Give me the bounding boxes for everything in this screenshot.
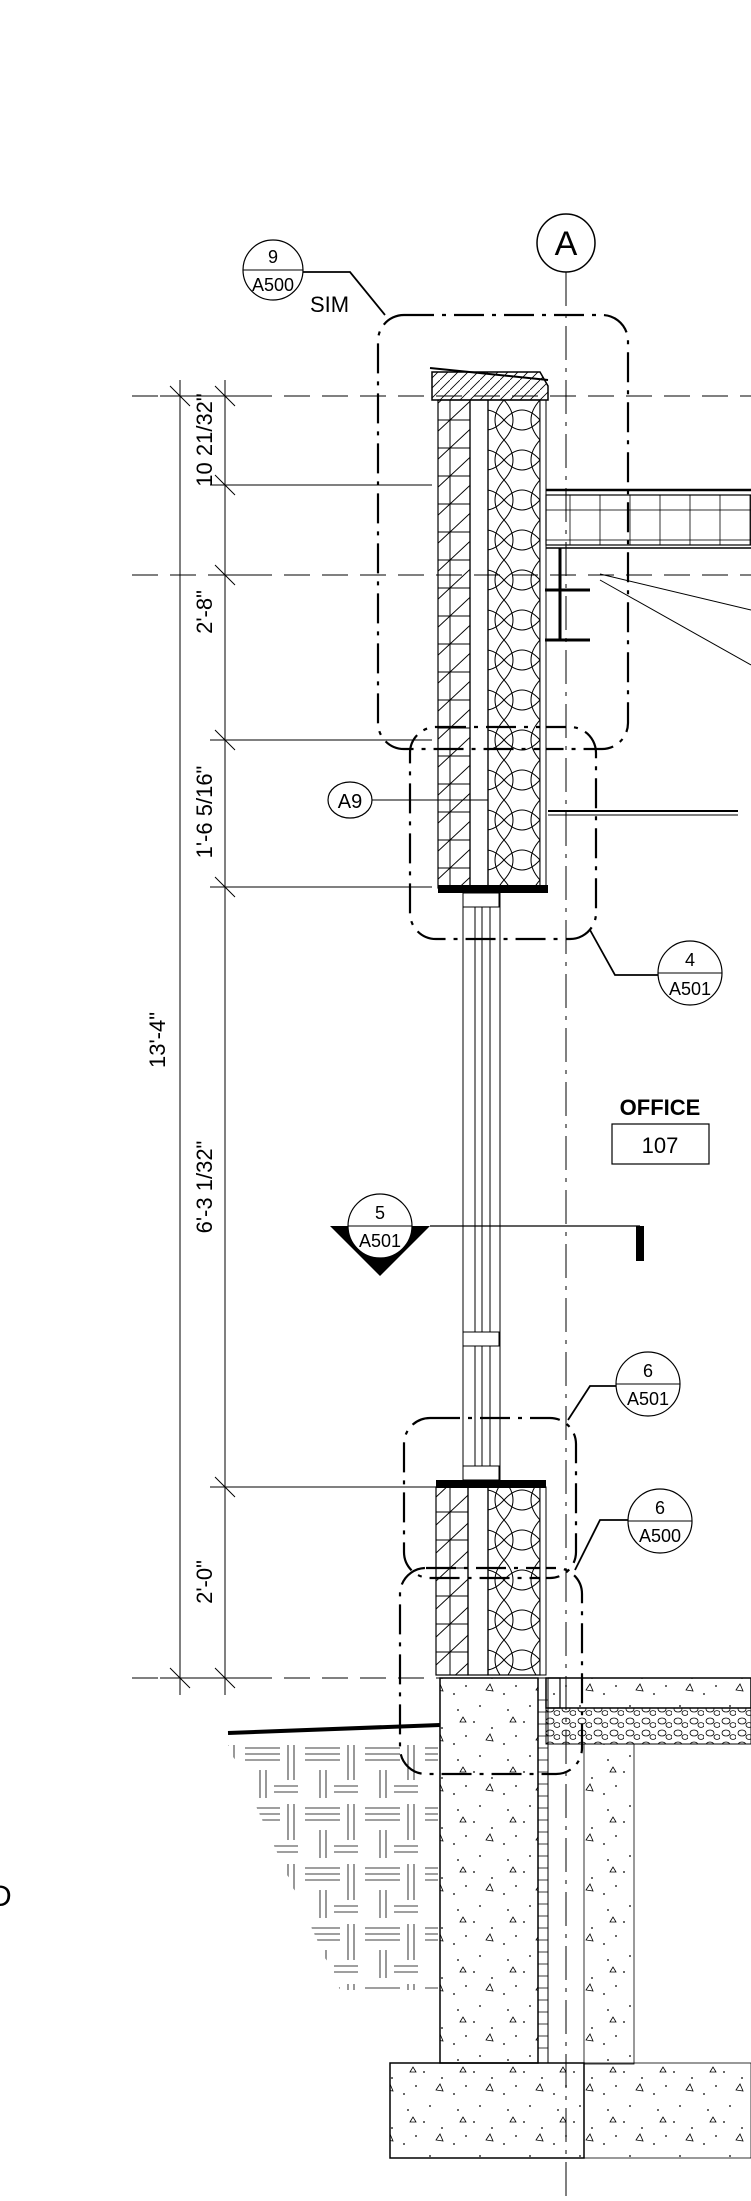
svg-text:5: 5 xyxy=(375,1203,385,1223)
room-tag: OFFICE 107 xyxy=(611,1095,710,1165)
svg-text:A501: A501 xyxy=(669,979,711,999)
svg-text:A500: A500 xyxy=(639,1526,681,1546)
roof-structure xyxy=(545,488,751,816)
dim-sill: 2'-0" xyxy=(192,1560,217,1604)
keynote-tag: A9 xyxy=(327,781,488,819)
svg-text:9: 9 xyxy=(268,247,278,267)
svg-text:6: 6 xyxy=(655,1498,665,1518)
earth-grade xyxy=(227,1723,441,1990)
grid-label: A xyxy=(555,225,578,263)
foundation xyxy=(389,1677,751,2159)
window-unit xyxy=(462,890,501,1481)
floor-slab xyxy=(545,1677,751,1745)
svg-text:6: 6 xyxy=(643,1361,653,1381)
dim-header: 1'-6 5/16" xyxy=(192,766,217,859)
room-number: 107 xyxy=(642,1133,679,1158)
dim-overall: 13'-4" xyxy=(145,1012,170,1068)
partial-edge-label: D xyxy=(0,1880,12,1913)
callout-head-detail: 4 A501 xyxy=(589,929,723,1006)
grid-line-a: A xyxy=(536,213,596,2201)
callout-jamb-detail: 6 A501 xyxy=(567,1351,681,1421)
room-name: OFFICE xyxy=(620,1095,701,1120)
svg-text:A500: A500 xyxy=(252,275,294,295)
wall-assembly xyxy=(429,367,549,1676)
svg-text:A9: A9 xyxy=(338,791,362,813)
dim-window: 6'-3 1/32" xyxy=(192,1141,217,1234)
svg-text:A501: A501 xyxy=(627,1389,669,1409)
callout-base-detail: 6 A500 xyxy=(574,1488,693,1571)
callout-note: SIM xyxy=(310,292,349,317)
svg-text:A501: A501 xyxy=(359,1231,401,1251)
callout-wall-section: 9 A500 SIM xyxy=(242,239,386,317)
section-cut: 5 A501 xyxy=(330,1193,644,1276)
dim-roof-to-beam: 2'-8" xyxy=(192,590,217,634)
svg-text:4: 4 xyxy=(685,950,695,970)
dim-parapet: 10 21/32" xyxy=(192,393,217,486)
